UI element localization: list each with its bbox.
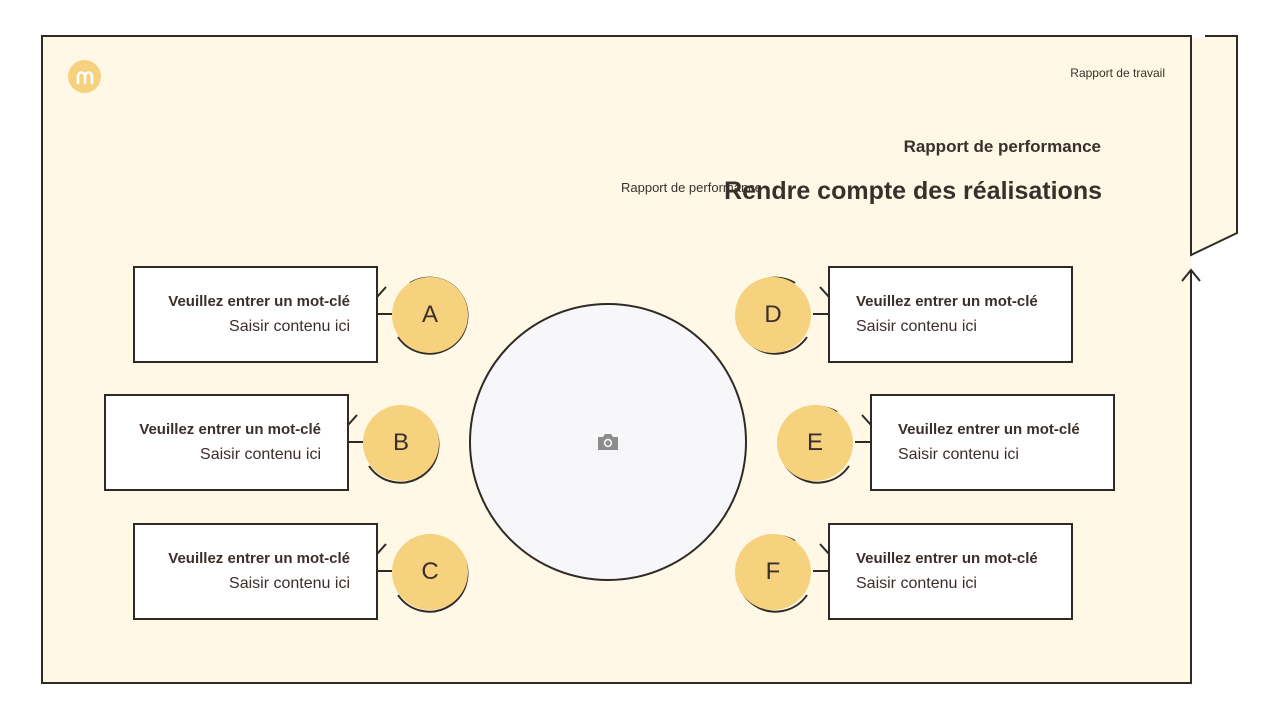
- item-content: Saisir contenu ici: [200, 445, 321, 463]
- page-fold-cover: [1192, 34, 1205, 38]
- item-keyword: Veuillez entrer un mot-clé: [168, 549, 350, 567]
- page-fold: [1190, 35, 1238, 257]
- item-keyword: Veuillez entrer un mot-clé: [856, 292, 1038, 310]
- badge-a: A: [392, 277, 468, 353]
- item-content: Saisir contenu ici: [898, 445, 1019, 463]
- item-keyword: Veuillez entrer un mot-clé: [898, 420, 1080, 438]
- frame-outline: [41, 35, 1192, 684]
- logo-badge: [68, 60, 101, 93]
- item-card-f[interactable]: Veuillez entrer un mot-clé Saisir conten…: [828, 523, 1073, 620]
- badge-c: C: [392, 534, 468, 610]
- frame-arrow-head: [1181, 268, 1201, 282]
- badge-f: F: [735, 534, 811, 610]
- title-top: Rapport de performance: [903, 137, 1101, 156]
- item-content: Saisir contenu ici: [856, 317, 977, 335]
- m-logo-icon: [76, 70, 93, 84]
- image-placeholder[interactable]: [469, 303, 747, 581]
- title-overlay: Rapport de performance: [621, 180, 762, 195]
- badge-e: E: [777, 405, 853, 481]
- item-card-d[interactable]: Veuillez entrer un mot-clé Saisir conten…: [828, 266, 1073, 363]
- badge-d: D: [735, 277, 811, 353]
- item-card-c[interactable]: Veuillez entrer un mot-clé Saisir conten…: [133, 523, 378, 620]
- header-tag: Rapport de travail: [1070, 66, 1165, 80]
- item-keyword: Veuillez entrer un mot-clé: [856, 549, 1038, 567]
- item-card-b[interactable]: Veuillez entrer un mot-clé Saisir conten…: [104, 394, 349, 491]
- badge-b: B: [363, 405, 439, 481]
- item-content: Saisir contenu ici: [229, 574, 350, 592]
- page-title: Rendre compte des réalisations: [724, 177, 1102, 205]
- camera-icon: [598, 434, 618, 450]
- item-card-a[interactable]: Veuillez entrer un mot-clé Saisir conten…: [133, 266, 378, 363]
- item-content: Saisir contenu ici: [856, 574, 977, 592]
- item-keyword: Veuillez entrer un mot-clé: [168, 292, 350, 310]
- item-card-e[interactable]: Veuillez entrer un mot-clé Saisir conten…: [870, 394, 1115, 491]
- item-content: Saisir contenu ici: [229, 317, 350, 335]
- item-keyword: Veuillez entrer un mot-clé: [139, 420, 321, 438]
